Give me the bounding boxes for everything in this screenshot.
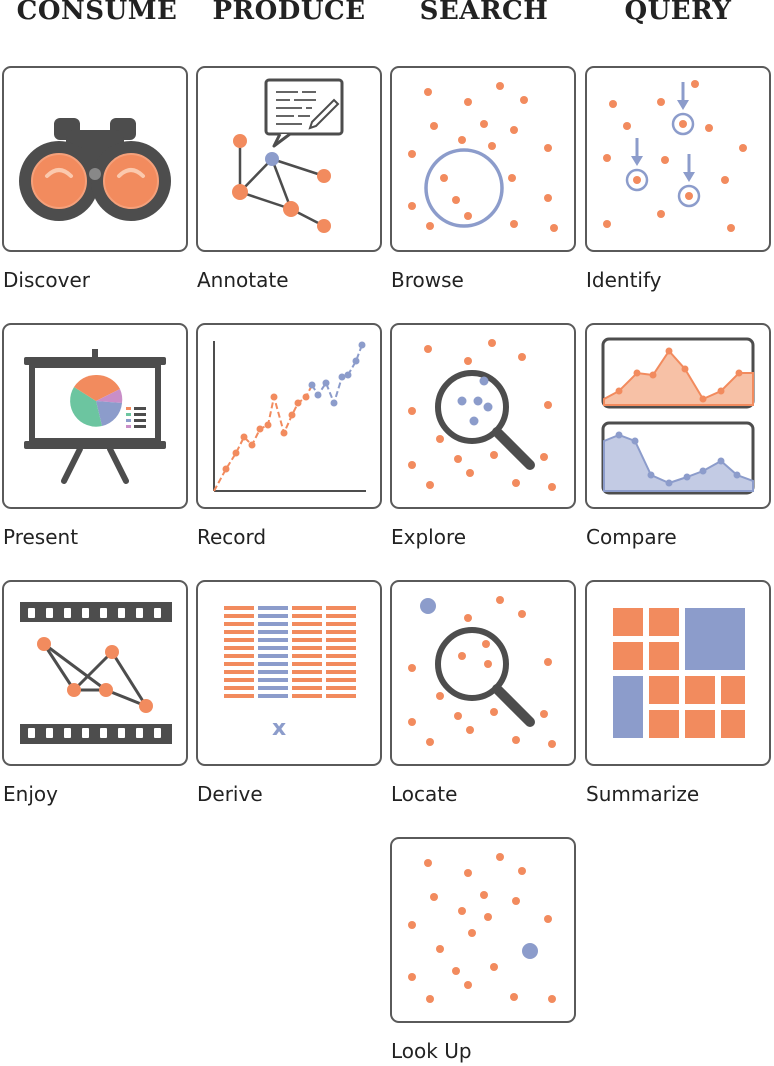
header-search: SEARCH	[419, 0, 549, 26]
header-produce: PRODUCE	[212, 0, 366, 26]
derive-table-icon: x	[224, 606, 356, 741]
lookup-scatter-icon	[408, 853, 556, 1003]
browse-scatter-icon	[408, 82, 558, 232]
tile-summarize[interactable]	[585, 580, 771, 766]
annotate-graph-icon	[232, 78, 344, 233]
label-explore: Explore	[391, 525, 467, 549]
label-summarize: Summarize	[586, 782, 700, 806]
label-lookup: Look Up	[391, 1039, 472, 1063]
header-consume: CONSUME	[16, 0, 178, 26]
record-line-icon	[213, 341, 366, 492]
label-identify: Identify	[586, 268, 662, 292]
locate-magnifier-icon	[408, 596, 556, 748]
tile-discover[interactable]	[2, 66, 188, 252]
tile-locate[interactable]	[390, 580, 576, 766]
explore-magnifier-icon	[408, 339, 556, 491]
header-query: QUERY	[624, 0, 732, 26]
label-enjoy: Enjoy	[3, 782, 58, 806]
label-annotate: Annotate	[197, 268, 289, 292]
tile-derive[interactable]: x	[196, 580, 382, 766]
label-derive: Derive	[197, 782, 263, 806]
identify-targets-icon	[603, 80, 747, 232]
tile-annotate[interactable]	[196, 66, 382, 252]
tile-identify[interactable]	[585, 66, 771, 252]
label-compare: Compare	[586, 525, 677, 549]
tile-compare[interactable]	[585, 323, 771, 509]
label-discover: Discover	[3, 268, 90, 292]
tile-present[interactable]	[2, 323, 188, 509]
label-browse: Browse	[391, 268, 464, 292]
label-locate: Locate	[391, 782, 458, 806]
tile-lookup[interactable]	[390, 837, 576, 1023]
summarize-treemap-icon	[613, 608, 745, 738]
tile-record[interactable]	[196, 323, 382, 509]
svg-text:x: x	[272, 716, 286, 741]
label-present: Present	[3, 525, 79, 549]
binoculars-icon	[19, 118, 171, 221]
tile-explore[interactable]	[390, 323, 576, 509]
tile-browse[interactable]	[390, 66, 576, 252]
label-record: Record	[197, 525, 267, 549]
compare-area-charts-icon	[601, 337, 755, 495]
tile-enjoy[interactable]	[2, 580, 188, 766]
presentation-easel-icon	[24, 349, 166, 484]
film-strip-icon	[20, 602, 172, 744]
